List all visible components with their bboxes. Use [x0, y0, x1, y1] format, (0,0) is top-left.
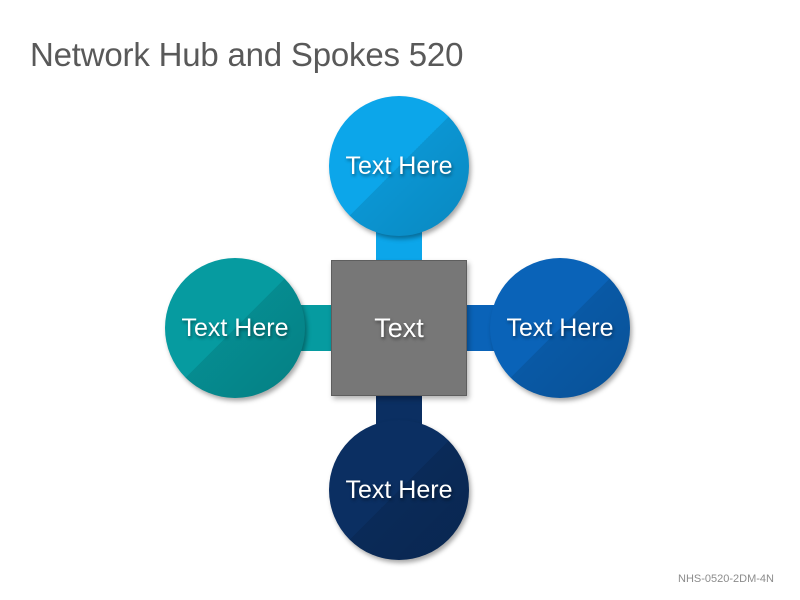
- hub-label: Text: [374, 312, 424, 343]
- spoke-node-top: Text Here: [329, 96, 469, 236]
- spoke-node-left: Text Here: [165, 258, 305, 398]
- spoke-node-right: Text Here: [490, 258, 630, 398]
- spoke-label-top: Text Here: [345, 151, 453, 180]
- page-title: Network Hub and Spokes 520: [30, 36, 464, 73]
- spoke-label-right: Text Here: [506, 313, 614, 342]
- spoke-node-bottom: Text Here: [329, 420, 469, 560]
- spoke-label-bottom: Text Here: [345, 475, 453, 504]
- slide-code: NHS-0520-2DM-4N: [678, 573, 774, 585]
- hub-box: Text: [331, 260, 467, 396]
- spoke-label-left: Text Here: [181, 313, 289, 342]
